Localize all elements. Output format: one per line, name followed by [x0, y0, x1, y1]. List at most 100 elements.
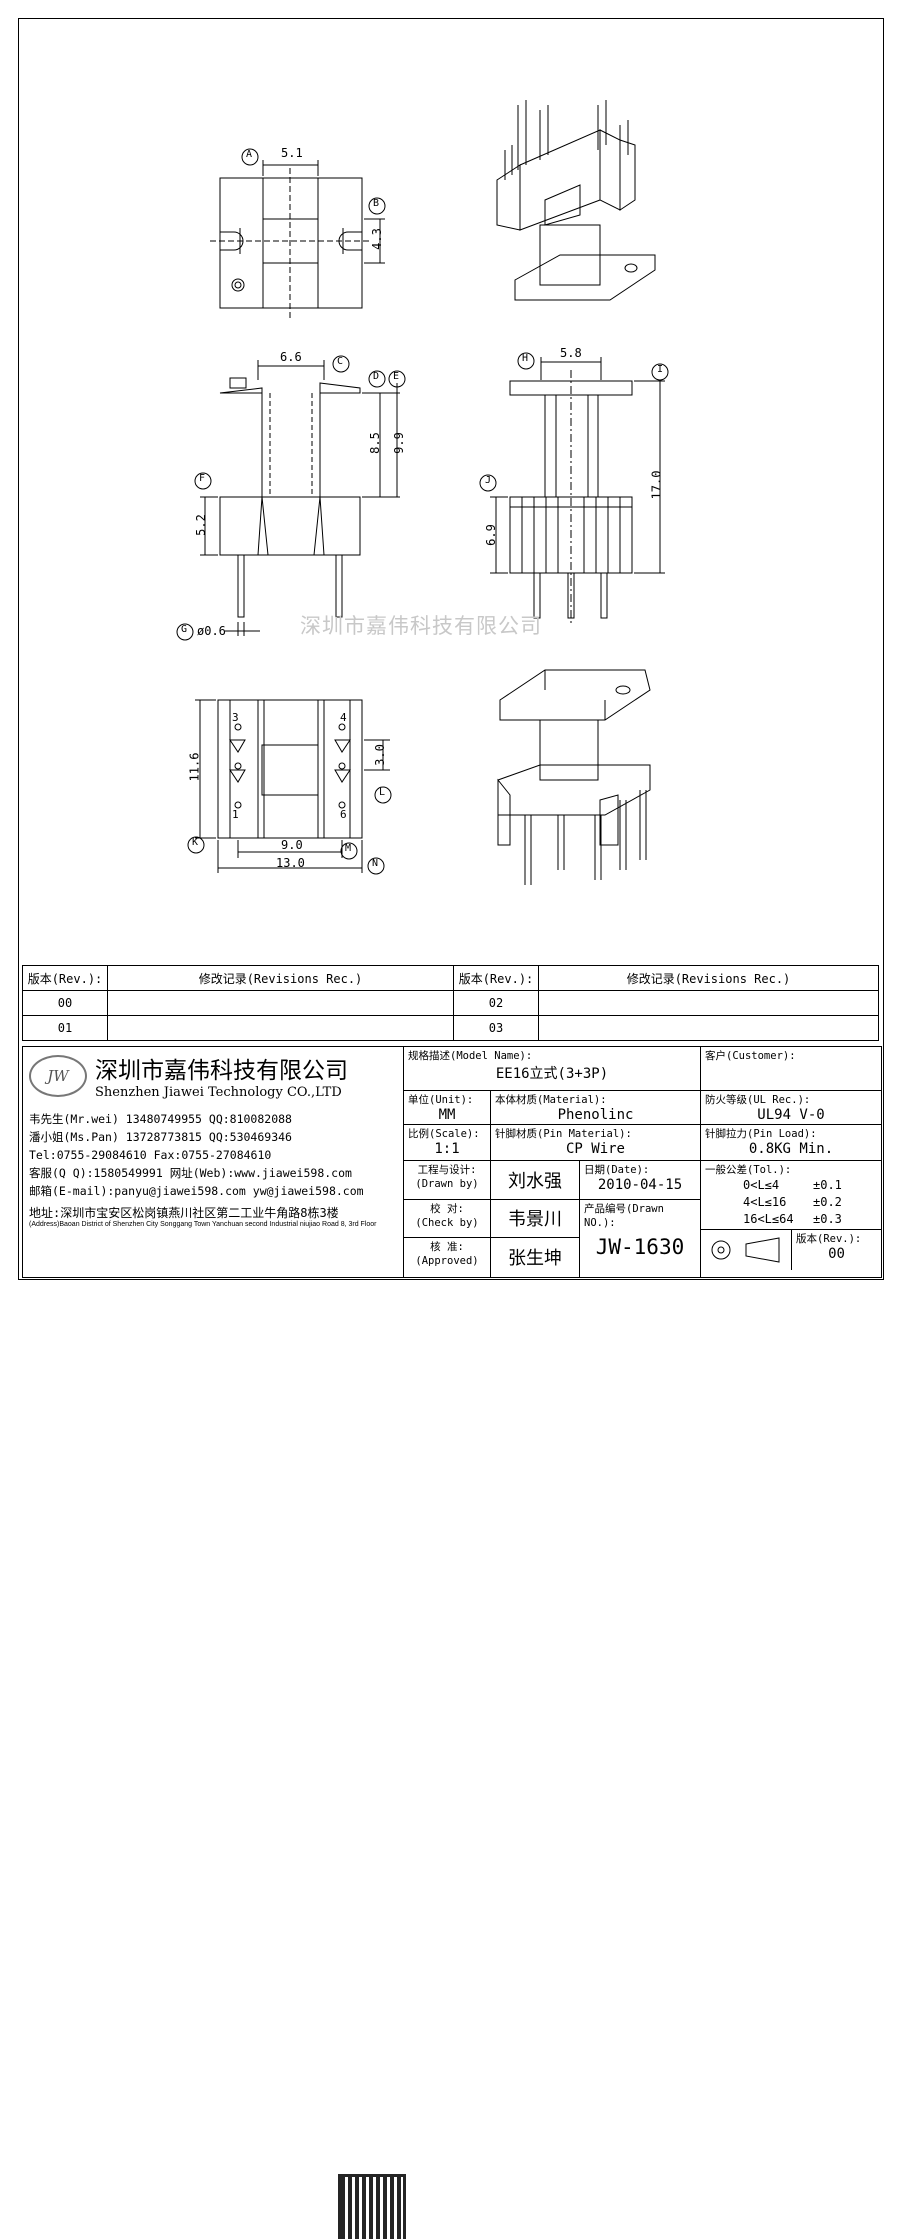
- isometric-view-bottom: [497, 669, 651, 885]
- label-B: B: [373, 198, 380, 209]
- company-logo: JW: [29, 1054, 87, 1097]
- contact-line: Tel:0755-29084610 Fax:0755-27084610: [29, 1148, 272, 1162]
- drawn-by-value-cell: 刘水强: [490, 1160, 580, 1200]
- scale-value: 1:1: [434, 1141, 460, 1158]
- rev-header-3: 版本(Rev.):: [453, 965, 539, 991]
- rev-cell: [538, 1015, 879, 1041]
- check-value: 韦景川: [508, 1209, 562, 1231]
- drawn-no-label: 产品编号(Drawn NO.):: [584, 1202, 664, 1229]
- dim-17-0: 17.0: [649, 470, 664, 500]
- tolerance-cell: 一般公差(Tol.): 0<L≤4±0.1 4<L≤16±0.2 16<L≤64…: [700, 1160, 882, 1278]
- check-label-en: (Check by): [415, 1216, 479, 1229]
- pin-material-cell: 针脚材质(Pin Material): CP Wire: [490, 1124, 701, 1162]
- date-value: 2010-04-15: [597, 1177, 683, 1194]
- projection-icon: [711, 1237, 780, 1264]
- company-name-en: Shenzhen Jiawei Technology CO.,LTD: [95, 1085, 342, 1100]
- model-cell: 规格描述(Model Name): EE16立式(3+3P): [403, 1045, 701, 1092]
- rev-cell: 03: [453, 1015, 539, 1041]
- table-row: 00 02: [22, 990, 879, 1016]
- pin-load-label: 针脚拉力(Pin Load):: [705, 1128, 817, 1141]
- dim-3-0: 3.0: [372, 744, 387, 766]
- material-cell: 本体材质(Material): Phenolinc: [490, 1090, 701, 1126]
- rev-header-4: 修改记录(Revisions Rec.): [538, 965, 879, 991]
- rev-cell: [107, 990, 454, 1016]
- label-M: M: [345, 843, 352, 854]
- label-G: G: [181, 624, 188, 635]
- label-N: N: [372, 858, 379, 869]
- label-K: K: [192, 837, 199, 848]
- rev-cell: [538, 990, 879, 1016]
- revisions-table: 版本(Rev.): 修改记录(Revisions Rec.) 版本(Rev.):…: [22, 965, 879, 1041]
- approved-by-value-cell: 张生坤: [490, 1236, 580, 1279]
- label-I: I: [657, 364, 664, 375]
- bottom-view: [195, 699, 390, 873]
- scale-label: 比例(Scale):: [408, 1128, 480, 1141]
- label-C: C: [337, 356, 344, 367]
- approved-label: 核 准:: [430, 1240, 464, 1253]
- isometric-view-top: [496, 100, 656, 301]
- rev-cell: 01: [22, 1015, 108, 1041]
- dim-9-0: 9.0: [281, 838, 303, 852]
- rev-value: 00: [828, 1246, 845, 1263]
- unit-value: MM: [438, 1107, 456, 1124]
- top-view: [210, 160, 385, 318]
- pin-material-value: CP Wire: [565, 1141, 625, 1158]
- label-J: J: [485, 475, 492, 486]
- approved-label-en: (Approved): [415, 1254, 479, 1267]
- dim-4-3: 4.3: [369, 228, 384, 250]
- dim-11-6: 11.6: [187, 752, 202, 782]
- dim-5-8: 5.8: [560, 346, 582, 360]
- watermark: 深圳市嘉伟科技有限公司: [300, 614, 542, 638]
- contact-line: 客服(Q Q):1580549991 网址(Web):www.jiawei598…: [29, 1166, 352, 1180]
- scale-cell: 比例(Scale): 1:1: [403, 1124, 491, 1162]
- dim-phi-0-6: ø0.6: [197, 624, 226, 638]
- dim-13-0: 13.0: [276, 856, 305, 870]
- contact-line: 潘小姐(Ms.Pan) 13728773815 QQ:530469346: [29, 1130, 292, 1144]
- label-A: A: [246, 149, 253, 160]
- label-E: E: [393, 371, 400, 382]
- title-block: JW 深圳市嘉伟科技有限公司 Shenzhen Jiawei Technolog…: [22, 1045, 882, 2239]
- pin-6: 6: [340, 808, 347, 821]
- callouts: [176, 148, 669, 875]
- tol-row: 4<L≤16±0.2: [743, 1195, 842, 1210]
- dim-8-5: 8.5: [367, 432, 382, 454]
- dim-5-1: 5.1: [281, 146, 303, 160]
- drawn-label-en: (Drawn by): [415, 1178, 479, 1191]
- company-panel: JW 深圳市嘉伟科技有限公司 Shenzhen Jiawei Technolog…: [22, 1046, 406, 2239]
- drawn-no-value: JW-1630: [595, 1234, 685, 1259]
- rev-cell: [107, 1015, 454, 1041]
- drawn-value: 刘水强: [508, 1171, 562, 1193]
- side-view: [490, 357, 665, 625]
- model-label: 规格描述(Model Name):: [408, 1050, 533, 1062]
- dim-5-2: 5.2: [193, 514, 208, 536]
- contact-line: 邮箱(E-mail):panyu@jiawei598.com yw@jiawei…: [29, 1184, 364, 1198]
- dim-6-9: 6.9: [483, 524, 498, 546]
- tol-label: 一般公差(Tol.):: [705, 1164, 792, 1177]
- pin-material-label: 针脚材质(Pin Material):: [495, 1128, 632, 1141]
- pin-1: 1: [232, 808, 239, 821]
- drawn-no-cell: 产品编号(Drawn NO.): JW-1630: [579, 1198, 701, 1279]
- rev-cell: 00: [22, 990, 108, 1016]
- ul-cell: 防火等级(UL Rec.): UL94 V-0: [700, 1090, 882, 1126]
- projection-symbol: [701, 1230, 792, 1271]
- dim-6-6: 6.6: [280, 350, 302, 364]
- pin-load-cell: 针脚拉力(Pin Load): 0.8KG Min.: [700, 1124, 882, 1162]
- drawn-by-cell: 工程与设计: (Drawn by): [403, 1160, 491, 1200]
- front-view: [200, 360, 400, 636]
- customer-cell: 客户(Customer):: [700, 1045, 882, 1092]
- drawn-label: 工程与设计:: [417, 1164, 477, 1177]
- rev-cell: 02: [453, 990, 539, 1016]
- customer-label: 客户(Customer):: [705, 1050, 796, 1062]
- unit-label: 单位(Unit):: [408, 1094, 474, 1107]
- table-row: 01 03: [22, 1015, 879, 1041]
- company-address: 地址:深圳市宝安区松岗镇燕川社区第二工业牛角路8栋3楼: [29, 1206, 339, 1220]
- check-label: 校 对:: [430, 1202, 464, 1215]
- material-label: 本体材质(Material):: [495, 1094, 607, 1107]
- date-label: 日期(Date):: [584, 1164, 650, 1177]
- date-cell: 日期(Date): 2010-04-15: [579, 1160, 701, 1200]
- qr-code: [337, 2173, 406, 2239]
- drawing-frame: [18, 18, 884, 1280]
- approved-value: 张生坤: [508, 1248, 562, 1270]
- approved-by-cell: 核 准: (Approved): [403, 1236, 491, 1279]
- revisions-header-row: 版本(Rev.): 修改记录(Revisions Rec.) 版本(Rev.):…: [22, 965, 879, 991]
